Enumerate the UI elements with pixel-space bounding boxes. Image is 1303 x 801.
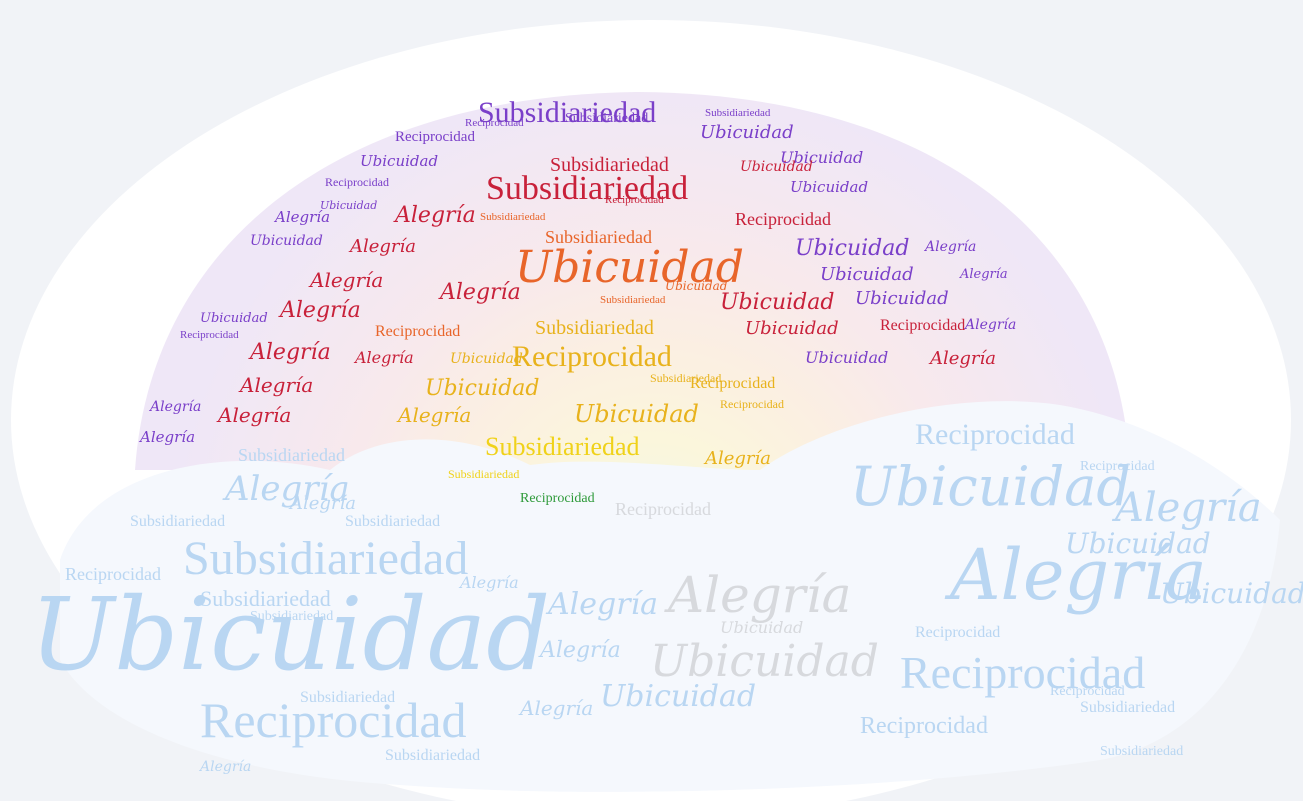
- word-alegria: Alegría: [398, 403, 472, 427]
- word-subsidiariedad: Subsidiariedad: [183, 532, 469, 585]
- word-reciprocidad: Reciprocidad: [690, 375, 776, 392]
- word-reciprocidad: Reciprocidad: [615, 499, 711, 519]
- word-ubicuidad: Ubicuidad: [515, 242, 744, 293]
- word-subsidiariedad: Subsidiariedad: [535, 317, 654, 339]
- word-alegria: Alegría: [950, 534, 1207, 616]
- word-reciprocidad: Reciprocidad: [720, 397, 784, 411]
- word-alegria: Alegría: [355, 348, 414, 367]
- word-ubicuidad: Ubicuidad: [1065, 527, 1211, 560]
- word-subsidiariedad: Subsidiariedad: [486, 170, 689, 207]
- word-reciprocidad: Reciprocidad: [900, 647, 1146, 698]
- word-alegria: Alegría: [395, 203, 476, 228]
- word-ubicuidad: Ubicuidad: [360, 152, 439, 170]
- word-reciprocidad: Reciprocidad: [375, 323, 461, 340]
- word-alegria: Alegría: [460, 573, 519, 592]
- word-reciprocidad: Reciprocidad: [915, 418, 1075, 451]
- word-reciprocidad: Reciprocidad: [180, 329, 239, 341]
- word-alegria: Alegría: [280, 298, 361, 323]
- word-subsidiariedad: Subsidiariedad: [545, 227, 652, 247]
- word-reciprocidad: Reciprocidad: [605, 194, 664, 206]
- word-alegria: Alegría: [440, 280, 521, 305]
- word-ubicuidad: Ubicuidad: [700, 122, 794, 143]
- word-alegria: Alegría: [290, 493, 357, 514]
- word-subsidiariedad: Subsidiariedad: [1100, 744, 1184, 759]
- word-reciprocidad: Reciprocidad: [520, 491, 595, 506]
- word-alegria: Alegría: [200, 759, 252, 775]
- word-ubicuidad: Ubicuidad: [665, 279, 728, 293]
- word-subsidiariedad: Subsidiariedad: [238, 445, 345, 465]
- word-reciprocidad: Reciprocidad: [200, 692, 467, 748]
- word-subsidiariedad: Subsidiariedad: [565, 111, 649, 126]
- word-ubicuidad: Ubicuidad: [720, 290, 835, 315]
- word-alegria: Alegría: [960, 267, 1008, 282]
- word-alegria: Alegría: [548, 587, 659, 622]
- word-subsidiariedad: Subsidiariedad: [448, 467, 520, 481]
- word-alegria: Alegría: [925, 239, 977, 255]
- word-subsidiariedad: Subsidiariedad: [480, 211, 546, 223]
- word-alegria: Alegría: [965, 317, 1017, 333]
- word-ubicuidad: Ubicuidad: [850, 455, 1131, 518]
- word-alegria: Alegría: [930, 348, 997, 369]
- word-ubicuidad: Ubicuidad: [425, 376, 540, 401]
- word-subsidiariedad: Subsidiariedad: [300, 689, 396, 706]
- word-subsidiariedad: Subsidiariedad: [705, 107, 771, 119]
- word-ubicuidad: Ubicuidad: [855, 288, 949, 309]
- word-reciprocidad: Reciprocidad: [465, 117, 524, 129]
- word-ubicuidad: Ubicuidad: [740, 159, 813, 175]
- word-reciprocidad: Reciprocidad: [512, 340, 672, 373]
- word-ubicuidad: Ubicuidad: [574, 400, 699, 428]
- word-alegria: Alegría: [240, 373, 314, 397]
- word-reciprocidad: Reciprocidad: [860, 713, 988, 739]
- word-ubicuidad: Ubicuidad: [600, 679, 757, 714]
- word-ubicuidad: Ubicuidad: [250, 233, 323, 249]
- word-alegria: Alegría: [140, 428, 196, 446]
- word-ubicuidad: Ubicuidad: [200, 311, 268, 326]
- word-alegria: Alegría: [275, 208, 331, 226]
- word-alegria: Alegría: [668, 566, 852, 624]
- word-ubicuidad: Ubicuidad: [650, 636, 879, 687]
- word-reciprocidad: Reciprocidad: [1050, 684, 1125, 699]
- word-ubicuidad: Ubicuidad: [780, 148, 864, 167]
- word-alegria: Alegría: [250, 340, 331, 365]
- word-reciprocidad: Reciprocidad: [65, 564, 161, 584]
- word-subsidiariedad: Subsidiariedad: [485, 432, 640, 461]
- word-subsidiariedad: Subsidiariedad: [130, 513, 226, 530]
- word-subsidiariedad: Subsidiariedad: [200, 586, 331, 611]
- word-alegria: Alegría: [540, 638, 621, 663]
- word-subsidiariedad: Subsidiariedad: [550, 154, 669, 176]
- word-ubicuidad: Ubicuidad: [745, 318, 839, 339]
- word-subsidiariedad: Subsidiariedad: [600, 294, 666, 306]
- word-ubicuidad: Ubicuidad: [30, 576, 551, 693]
- word-subsidiariedad: Subsidiariedad: [650, 371, 722, 385]
- word-subsidiariedad: Subsidiariedad: [345, 513, 441, 530]
- word-alegria: Alegría: [705, 448, 772, 469]
- word-ubicuidad: Ubicuidad: [450, 351, 523, 367]
- word-reciprocidad: Reciprocidad: [325, 175, 389, 189]
- word-subsidiariedad: Subsidiariedad: [478, 96, 657, 129]
- word-ubicuidad: Ubicuidad: [805, 348, 889, 367]
- word-ubicuidad: Ubicuidad: [320, 199, 378, 212]
- word-alegria: Alegría: [350, 236, 417, 257]
- word-ubicuidad: Ubicuidad: [820, 264, 914, 285]
- word-reciprocidad: Reciprocidad: [395, 129, 475, 145]
- word-ubicuidad: Ubicuidad: [790, 178, 869, 196]
- word-alegria: Alegría: [1115, 485, 1262, 531]
- word-subsidiariedad: Subsidiariedad: [385, 747, 481, 764]
- word-alegria: Alegría: [225, 469, 350, 509]
- word-subsidiariedad: Subsidiariedad: [1080, 699, 1176, 716]
- word-alegria: Alegría: [520, 696, 594, 720]
- word-reciprocidad: Reciprocidad: [880, 317, 966, 334]
- word-alegria: Alegría: [310, 268, 384, 292]
- word-ubicuidad: Ubicuidad: [795, 236, 910, 261]
- word-reciprocidad: Reciprocidad: [1080, 459, 1155, 474]
- word-alegria: Alegría: [150, 399, 202, 415]
- word-alegria: Alegría: [218, 403, 292, 427]
- word-subsidiariedad: Subsidiariedad: [250, 609, 334, 624]
- word-reciprocidad: Reciprocidad: [915, 624, 1001, 641]
- word-ubicuidad: Ubicuidad: [720, 618, 804, 637]
- word-reciprocidad: Reciprocidad: [735, 209, 831, 229]
- word-ubicuidad: Ubicuidad: [1160, 577, 1303, 610]
